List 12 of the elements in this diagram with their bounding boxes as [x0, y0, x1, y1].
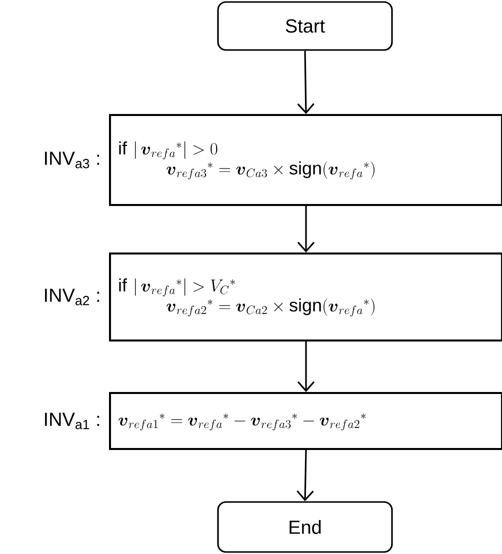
step-label: INV$_{a3}$ :	[45, 152, 100, 168]
process-box: $\boldsymbol{v}_{refa1}{}^{*} = \boldsymbol{v}_{refa}{}^{*} - \boldsymbol{v}_{refa3}{}^{*} - \boldsymbol{v}_{refa2}{}^{*}$	[109, 392, 502, 450]
arrow	[297, 342, 315, 392]
terminal-box: Start	[217, 1, 393, 51]
step-label: INV$_{a1}$ :	[45, 412, 100, 430]
process-box: $\mathrm{if}\ |\,\boldsymbol{v}_{refa}{}^{*}| > V_{C}{}^{*}$ $\boldsymbol{v}_{refa2}{}^{*} = \boldsymbol{v}_{Ca2} \times \mathrm{sign}(\boldsymbol{v}_{refa}{}^{*})$	[109, 252, 502, 342]
terminal-box: End	[217, 501, 393, 553]
arrow	[297, 206, 315, 252]
process-box: $\mathrm{if}\ |\,\boldsymbol{v}_{refa}{}^{*}| > 0$ $\boldsymbol{v}_{refa3}{}^{*} = \boldsymbol{v}_{Ca3} \times \mathrm{sign}(\boldsymbol{v}_{refa}{}^{*})$	[109, 114, 502, 206]
arrow	[297, 50, 314, 114]
arrow	[296, 450, 314, 502]
step-label: INV$_{a2}$ :	[45, 288, 100, 306]
